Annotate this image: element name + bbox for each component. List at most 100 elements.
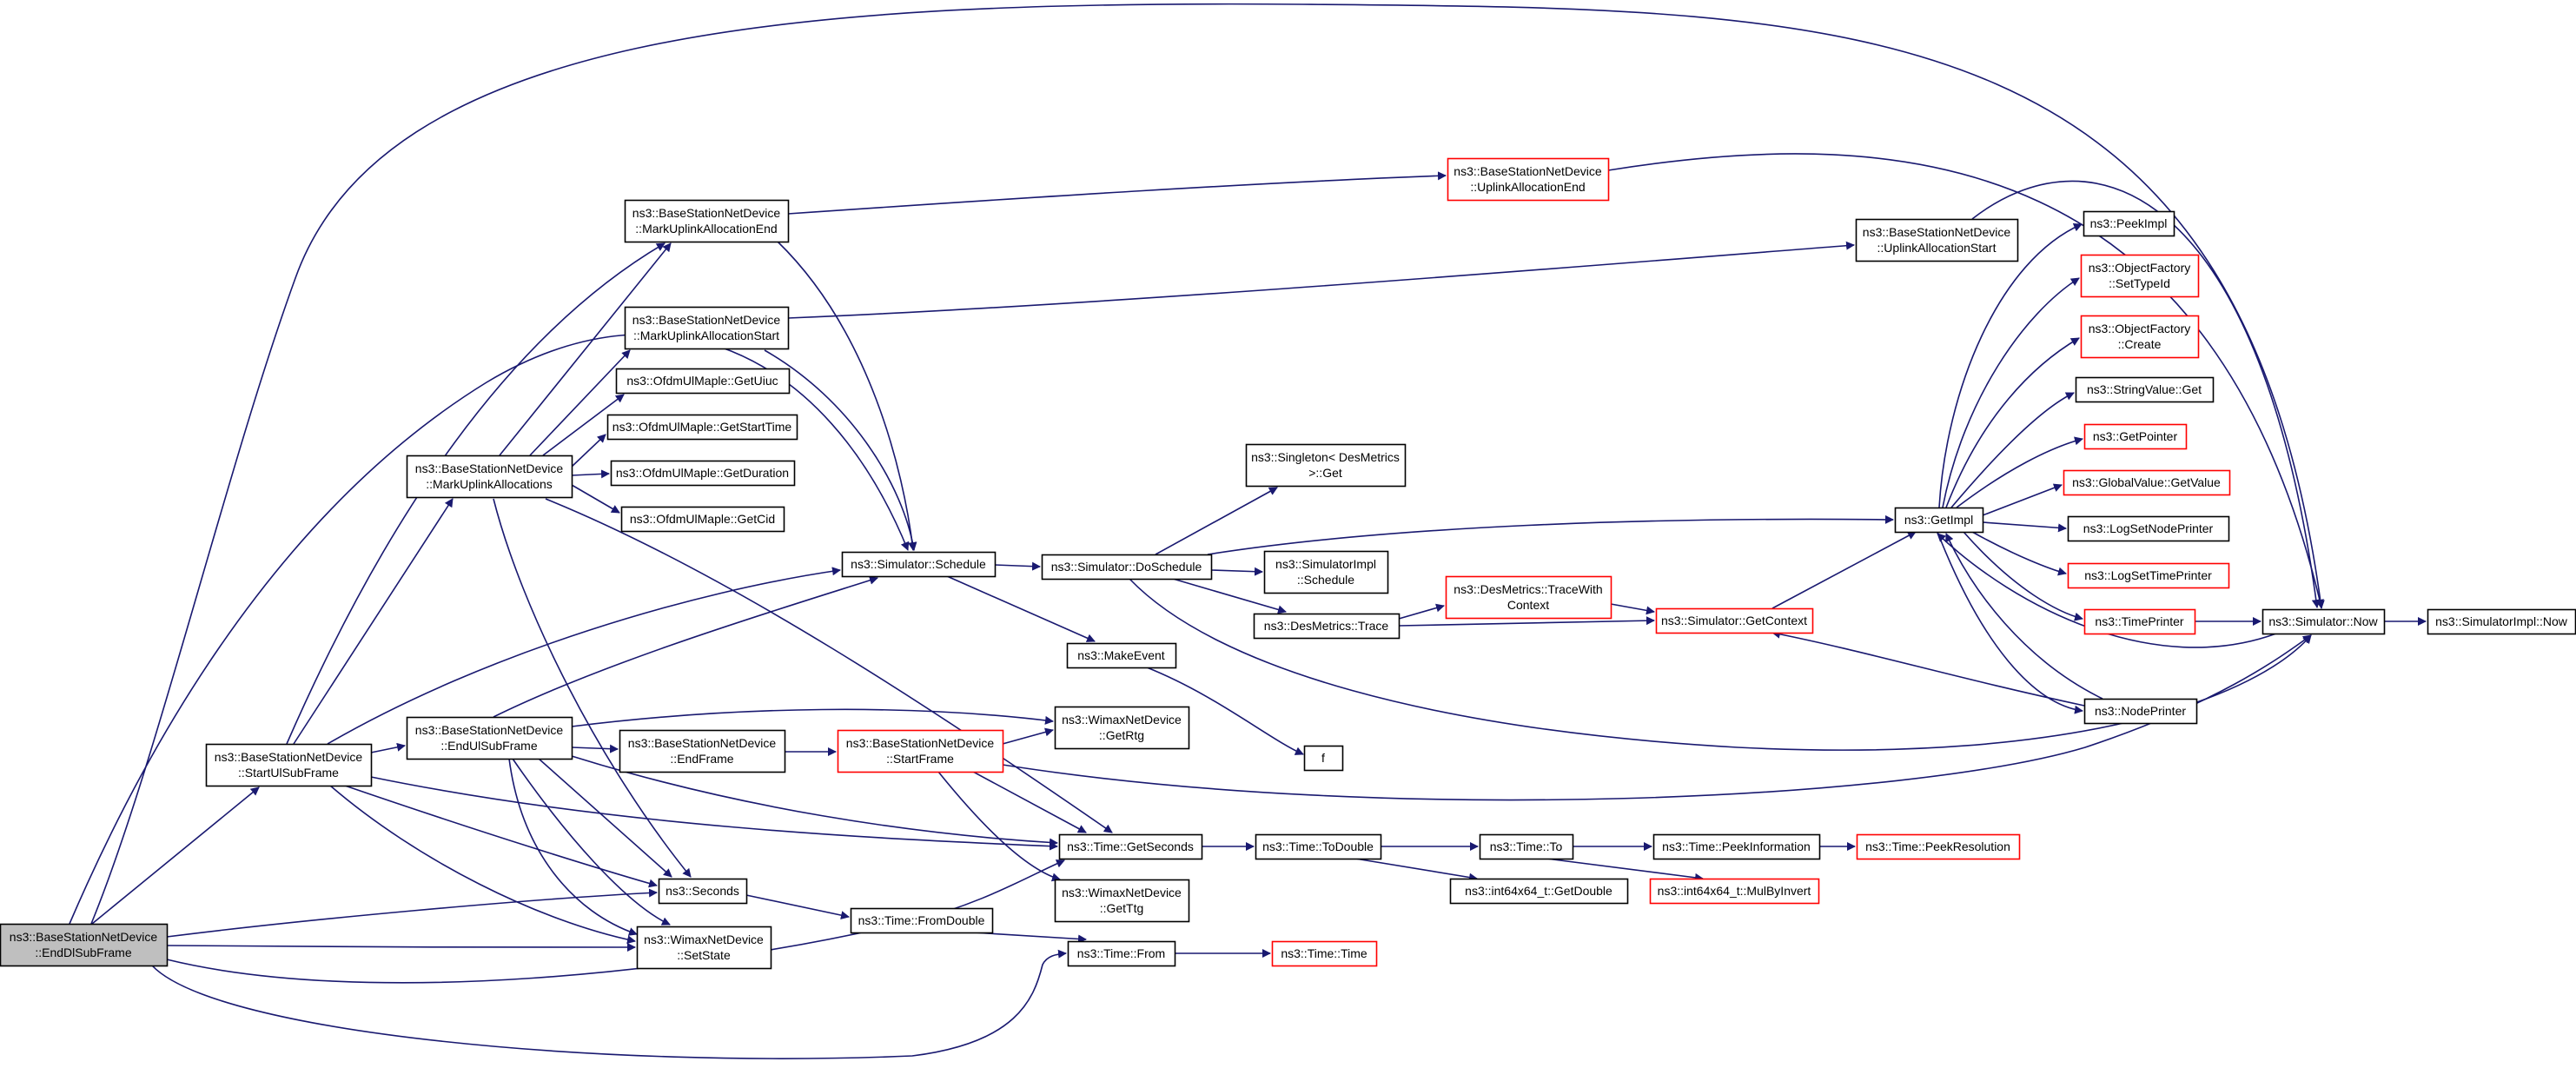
node-NodePrinter[interactable]: ns3::NodePrinter	[2083, 698, 2198, 725]
node-UAEnd[interactable]: ns3::BaseStationNetDevice::UplinkAllocat…	[1447, 157, 1610, 202]
edge-GetImpl-to-StringValueGet	[1950, 392, 2075, 508]
node-ToDouble[interactable]: ns3::Time::ToDouble	[1255, 833, 1382, 860]
node-TimePrinter[interactable]: ns3::TimePrinter	[2083, 608, 2196, 635]
node-label: ns3::BaseStationNetDevice	[10, 930, 158, 944]
node-MarkUA[interactable]: ns3::BaseStationNetDevice::MarkUplinkAll…	[406, 455, 573, 499]
node-LogSetNodePrinter[interactable]: ns3::LogSetNodePrinter	[2067, 515, 2230, 542]
node-MakeEvent[interactable]: ns3::MakeEvent	[1066, 642, 1177, 669]
node-label: ns3::Time::PeekResolution	[1865, 839, 2010, 853]
node-MulByInvert[interactable]: ns3::int64x64_t::MulByInvert	[1649, 878, 1820, 905]
edge-MakeEvent-to-f	[1146, 667, 1304, 755]
node-OFCreate[interactable]: ns3::ObjectFactory::Create	[2080, 315, 2200, 359]
node-DesTrace[interactable]: ns3::DesMetrics::Trace	[1253, 613, 1401, 640]
node-SingletonGet[interactable]: ns3::Singleton< DesMetrics>::Get	[1245, 443, 1407, 488]
node-FromDouble[interactable]: ns3::Time::FromDouble	[850, 907, 994, 934]
node-Seconds[interactable]: ns3::Seconds	[658, 878, 748, 905]
edge-EndUl-to-EndFrame	[571, 744, 619, 753]
node-box	[1263, 550, 1389, 594]
node-TimeFrom[interactable]: ns3::Time::From	[1067, 940, 1176, 967]
node-label: ns3::OfdmUlMaple::GetDuration	[616, 466, 789, 480]
node-label: ns3::Simulator::GetContext	[1661, 614, 1807, 627]
edge-EndUl-to-GetRtg	[571, 708, 1054, 727]
node-label: ns3::Time::To	[1490, 839, 1563, 853]
node-box	[636, 926, 772, 970]
node-GetTtg[interactable]: ns3::WimaxNetDevice::GetTtg	[1054, 879, 1190, 923]
edge-MarkUA-to-MarkUAEnd	[499, 242, 672, 456]
node-StartFrame[interactable]: ns3::BaseStationNetDevice::StartFrame	[837, 729, 1004, 773]
node-label: ns3::SimulatorImpl	[1275, 557, 1376, 571]
node-GetImpl[interactable]: ns3::GetImpl	[1894, 507, 1984, 534]
node-GetDuration[interactable]: ns3::OfdmUlMaple::GetDuration	[610, 460, 796, 487]
edge-StartFrame-to-SimNow	[1002, 634, 2312, 801]
node-box	[606, 414, 798, 441]
node-SimImplSchedule[interactable]: ns3::SimulatorImpl::Schedule	[1263, 550, 1389, 594]
node-box	[2261, 608, 2386, 635]
node-box	[1058, 833, 1203, 860]
edge-TimeTo-to-MulByInvert	[1546, 858, 1704, 882]
node-box	[1054, 879, 1190, 923]
edge-NodePrinter-to-GetContext	[1771, 629, 2085, 707]
node-GlobalValueGet[interactable]: ns3::GlobalValue::GetValue	[2063, 469, 2231, 496]
node-label: ::SetTypeId	[2109, 276, 2170, 290]
node-TimeTime[interactable]: ns3::Time::Time	[1271, 940, 1378, 967]
node-box	[2083, 608, 2196, 635]
node-EndUl[interactable]: ns3::BaseStationNetDevice::EndUlSubFrame	[406, 716, 573, 760]
node-SetState[interactable]: ns3::WimaxNetDevice::SetState	[636, 926, 772, 970]
node-GetCid[interactable]: ns3::OfdmUlMaple::GetCid	[620, 506, 785, 533]
node-MarkUAEnd[interactable]: ns3::BaseStationNetDevice::MarkUplinkAll…	[624, 199, 790, 243]
node-PeekResolution[interactable]: ns3::Time::PeekResolution	[1856, 833, 2021, 860]
node-MarkUAStart[interactable]: ns3::BaseStationNetDevice::MarkUplinkAll…	[624, 306, 790, 350]
node-GetContext[interactable]: ns3::Simulator::GetContext	[1655, 607, 1814, 634]
node-label: ns3::BaseStationNetDevice	[415, 461, 564, 475]
node-GetSeconds[interactable]: ns3::Time::GetSeconds	[1058, 833, 1203, 860]
node-box	[205, 743, 373, 787]
node-EndFrame[interactable]: ns3::BaseStationNetDevice::EndFrame	[619, 729, 786, 773]
node-label: ns3::GlobalValue::GetValue	[2072, 475, 2221, 489]
node-box	[1855, 218, 2019, 262]
node-f[interactable]: f	[1303, 745, 1344, 772]
node-GetUiuc[interactable]: ns3::OfdmUlMaple::GetUiuc	[615, 368, 791, 395]
edge-MarkUAEnd-to-UAEnd	[787, 171, 1447, 215]
node-StartUl[interactable]: ns3::BaseStationNetDevice::StartUlSubFra…	[205, 743, 373, 787]
node-GetDouble[interactable]: ns3::int64x64_t::GetDouble	[1449, 878, 1629, 905]
node-StringValueGet[interactable]: ns3::StringValue::Get	[2075, 376, 2215, 403]
node-box	[1445, 575, 1612, 620]
edge-GetContext-to-GetImpl	[1771, 531, 1917, 609]
node-GetRtg[interactable]: ns3::WimaxNetDevice::GetRtg	[1054, 706, 1190, 750]
node-label: ns3::BaseStationNetDevice	[215, 750, 363, 764]
node-box	[1066, 642, 1177, 669]
edge-StartUl-to-Seconds	[344, 785, 658, 888]
node-label: ns3::ObjectFactory	[2089, 322, 2191, 335]
node-TimeTo[interactable]: ns3::Time::To	[1479, 833, 1574, 860]
node-LogSetTimePrinter[interactable]: ns3::LogSetTimePrinter	[2067, 562, 2230, 589]
node-label: ns3::StringValue::Get	[2087, 382, 2202, 396]
node-EndDl[interactable]: ns3::BaseStationNetDevice::EndDlSubFrame	[0, 923, 169, 967]
node-box	[2083, 423, 2188, 450]
node-PeekImpl[interactable]: ns3::PeekImpl	[2083, 210, 2175, 237]
edge-layer	[69, 3, 2427, 1059]
edge-StartUl-to-MarkUA	[293, 498, 454, 745]
node-GetPointer[interactable]: ns3::GetPointer	[2083, 423, 2188, 450]
node-DoSchedule[interactable]: ns3::Simulator::DoSchedule	[1041, 554, 1213, 581]
node-GetStartTime[interactable]: ns3::OfdmUlMaple::GetStartTime	[606, 414, 798, 441]
node-Schedule[interactable]: ns3::Simulator::Schedule	[841, 551, 997, 578]
edge-MarkUAEnd-to-Schedule	[777, 241, 917, 551]
edge-StartUl-to-EndUl	[370, 742, 406, 753]
node-box	[2083, 210, 2175, 237]
edge-StartFrame-to-GetTtg	[937, 771, 1061, 882]
node-label: ns3::GetImpl	[1904, 513, 1973, 527]
edge-EndDl-to-Seconds	[166, 888, 658, 938]
node-SetTypeId[interactable]: ns3::ObjectFactory::SetTypeId	[2080, 254, 2200, 298]
edge-FromDouble-to-TimeFrom	[972, 932, 1087, 944]
node-PeekInformation[interactable]: ns3::Time::PeekInformation	[1652, 833, 1821, 860]
node-SimImplNow[interactable]: ns3::SimulatorImpl::Now	[2427, 608, 2576, 635]
node-UAStart[interactable]: ns3::BaseStationNetDevice::UplinkAllocat…	[1855, 218, 2019, 262]
node-label: ::MarkUplinkAllocations	[426, 477, 553, 491]
node-box	[658, 878, 748, 905]
node-SimNow[interactable]: ns3::Simulator::Now	[2261, 608, 2386, 635]
node-box	[1649, 878, 1820, 905]
node-label: ::EndUlSubFrame	[440, 739, 537, 753]
node-box	[1253, 613, 1401, 640]
